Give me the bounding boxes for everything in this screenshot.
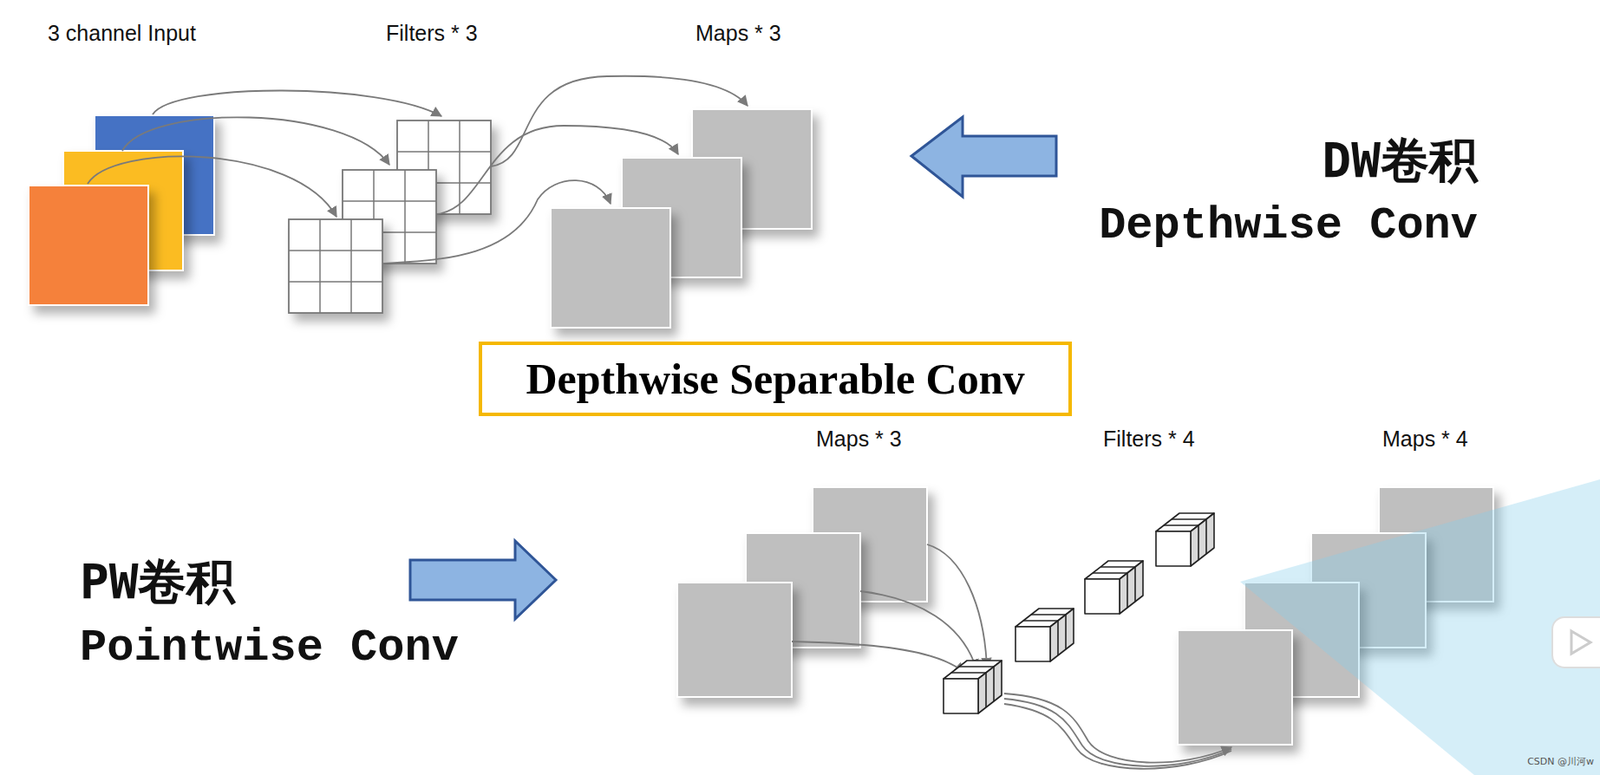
grid-line <box>397 150 491 153</box>
cube-stack <box>1084 561 1143 614</box>
box-title: Depthwise Separable Conv <box>525 355 1025 404</box>
section-heading: Maps * 3 <box>816 427 902 452</box>
grid-line <box>458 120 461 215</box>
method-name: Pointwise Conv <box>79 623 459 673</box>
grid-line <box>342 200 437 203</box>
cube-division <box>1057 620 1059 656</box>
cube-side <box>978 660 1002 714</box>
method-name: DW卷积 <box>1322 133 1478 188</box>
flow-curve <box>87 156 337 217</box>
cube-division <box>1163 524 1199 527</box>
grid-line <box>288 249 383 252</box>
cube-division <box>985 672 987 708</box>
flow-curve <box>927 544 987 668</box>
cube-stack <box>1015 608 1074 662</box>
cube-division <box>1126 573 1129 608</box>
section-heading: Maps * 4 <box>1382 427 1469 452</box>
feature-map <box>550 208 671 328</box>
cube-front <box>1155 531 1191 567</box>
flow-curve <box>1004 693 1232 764</box>
flow-curves <box>791 544 1232 770</box>
section-heading: Filters * 3 <box>385 21 478 46</box>
section-heading: Filters * 4 <box>1103 427 1196 452</box>
output-map <box>1177 630 1293 745</box>
cube-division <box>992 666 995 702</box>
cube-division <box>1205 519 1208 555</box>
cube-front <box>1015 626 1051 662</box>
flow-curve <box>860 591 977 670</box>
cube-division <box>951 672 987 674</box>
direction-arrow <box>410 541 556 620</box>
flow-curve <box>1004 698 1232 767</box>
flow-curve <box>791 641 965 673</box>
cube-division <box>1064 614 1067 650</box>
cube-front <box>1084 579 1120 614</box>
flow-curve <box>490 76 748 167</box>
title-box: Depthwise Separable Conv <box>478 341 1072 417</box>
grid-line <box>288 280 383 283</box>
flow-curve <box>437 125 679 215</box>
cube-side <box>1050 608 1074 662</box>
section-heading: 3 channel Input <box>47 21 196 46</box>
cube-division <box>1031 613 1066 616</box>
direction-arrow <box>911 117 1057 197</box>
cube-division <box>1100 566 1136 569</box>
flow-curve <box>382 180 611 264</box>
method-name: PW卷积 <box>79 555 236 609</box>
cube-stack <box>943 660 1002 714</box>
cube-front <box>943 679 979 714</box>
filter-grids <box>288 120 491 314</box>
flow-curve <box>152 90 442 117</box>
pointwise-filters <box>943 513 1215 714</box>
cube-division <box>1197 525 1200 561</box>
cube-side <box>1119 561 1143 614</box>
watermark: CSDN @川河w <box>1527 757 1594 768</box>
grid-outline <box>288 219 383 314</box>
play-icon <box>1571 631 1591 654</box>
filter-grid <box>288 219 383 314</box>
feature-map <box>677 582 792 698</box>
flow-curve <box>1004 704 1232 770</box>
section-heading: Maps * 3 <box>695 21 782 46</box>
method-name: Depthwise Conv <box>1098 201 1478 251</box>
cube-division <box>1092 572 1128 575</box>
grid-line <box>350 219 353 314</box>
play-button <box>1552 617 1600 668</box>
grid-line <box>404 169 406 264</box>
watermark-shape <box>1240 479 1600 775</box>
cube-division <box>959 666 994 668</box>
cube-stack <box>1155 513 1215 567</box>
cube-division <box>1171 518 1207 521</box>
input-channel <box>28 185 149 306</box>
cube-side <box>1190 513 1215 567</box>
cube-division <box>1023 620 1058 622</box>
cube-division <box>1134 567 1137 602</box>
grid-line <box>319 219 321 314</box>
flow-curves <box>87 76 748 264</box>
